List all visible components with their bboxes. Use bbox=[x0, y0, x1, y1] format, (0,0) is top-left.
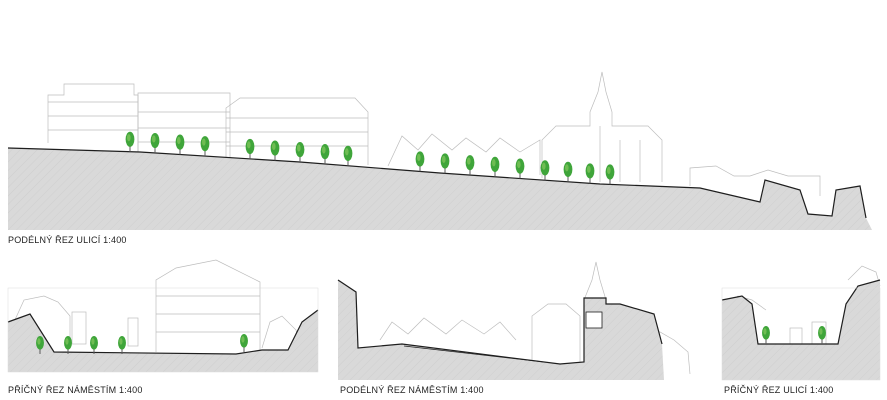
caption-cross-street: PŘÍČNÝ ŘEZ ULICÍ 1:400 bbox=[724, 385, 834, 395]
square-ramp-line bbox=[403, 345, 545, 363]
tree-icon bbox=[36, 336, 44, 354]
terrain-cut-cross-street bbox=[722, 280, 880, 380]
caption-cross-square: PŘÍČNÝ ŘEZ NÁMĚSTÍM 1:400 bbox=[8, 385, 143, 395]
longitudinal-street-section bbox=[7, 71, 872, 230]
tree-icon bbox=[320, 143, 330, 164]
tree-icon bbox=[150, 132, 160, 153]
tree-icon bbox=[200, 136, 210, 157]
tree-icon bbox=[515, 158, 525, 179]
terrain-cut-top bbox=[8, 148, 872, 230]
frame-cross-street bbox=[721, 287, 881, 381]
caption-longitudinal-street: PODÉLNÝ ŘEZ ULICÍ 1:400 bbox=[8, 235, 127, 245]
longitudinal-square-section bbox=[337, 261, 691, 380]
tree-icon bbox=[440, 153, 450, 174]
building-elevations-long-square bbox=[379, 261, 691, 375]
tree-icon bbox=[465, 155, 475, 176]
trees-cross-square bbox=[36, 334, 248, 354]
tree-icon bbox=[240, 334, 248, 352]
frame-cross-square bbox=[7, 287, 319, 373]
church-cut-opening bbox=[585, 311, 603, 329]
tree-icon bbox=[118, 336, 126, 354]
ground-line-cross-street bbox=[721, 279, 881, 345]
caption-longitudinal-square: PODÉLNÝ ŘEZ NÁMĚSTÍM 1:400 bbox=[340, 385, 484, 395]
ground-line-cross-square bbox=[7, 309, 319, 355]
tree-icon bbox=[605, 164, 615, 185]
ground-line-top bbox=[7, 147, 867, 219]
trees-cross-street bbox=[762, 326, 826, 344]
terrain-cut-long-square bbox=[338, 280, 664, 380]
tree-icon bbox=[540, 160, 550, 181]
building-elevations-cross-square bbox=[13, 259, 301, 352]
tree-icon bbox=[490, 156, 500, 177]
tree-icon bbox=[295, 142, 305, 162]
tree-icon bbox=[818, 326, 826, 344]
cross-square-section bbox=[7, 259, 319, 373]
tree-icon bbox=[125, 131, 135, 152]
tree-icon bbox=[585, 163, 595, 184]
tree-icon bbox=[762, 326, 770, 344]
tree-icon bbox=[563, 161, 573, 182]
tree-icon bbox=[270, 140, 280, 161]
ground-line-long-square bbox=[337, 279, 663, 365]
cross-street-section bbox=[721, 265, 881, 381]
tree-icon bbox=[245, 138, 255, 159]
tree-icon bbox=[415, 151, 425, 172]
tree-icon bbox=[64, 336, 72, 354]
tree-icon bbox=[90, 336, 98, 354]
street-trees-top bbox=[125, 131, 615, 185]
tree-icon bbox=[175, 134, 185, 155]
terrain-cut-cross-square bbox=[8, 310, 318, 372]
tree-icon bbox=[343, 145, 353, 166]
